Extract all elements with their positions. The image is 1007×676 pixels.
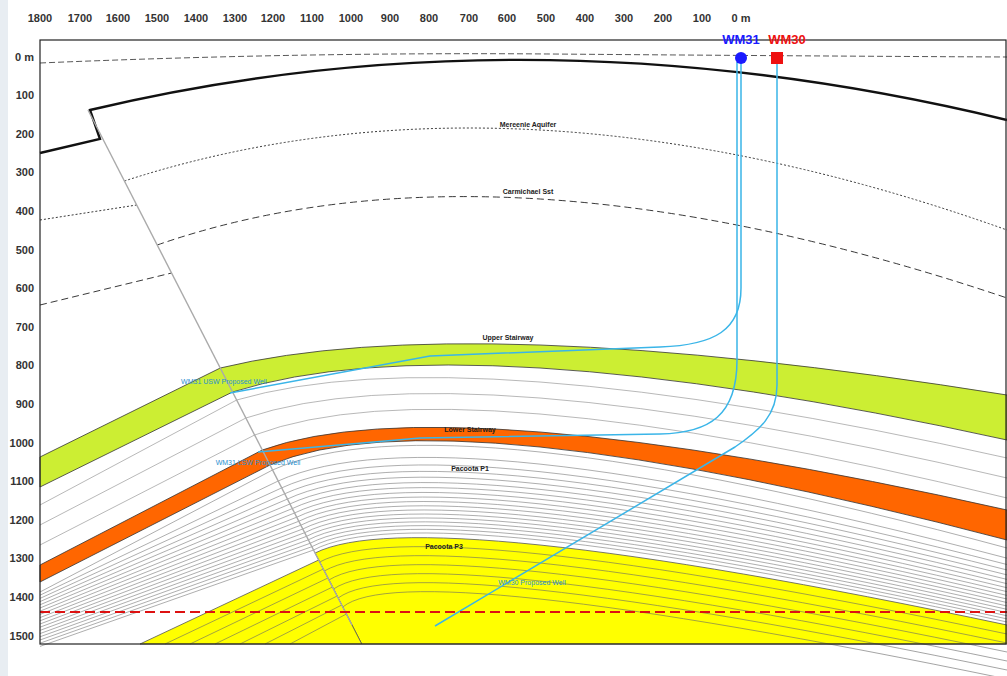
edge-strip <box>0 0 8 676</box>
well-marker: WM31 <box>721 36 761 70</box>
bedding-line <box>215 587 333 644</box>
ground-surface <box>40 54 1007 63</box>
bedding-line <box>307 518 1007 609</box>
well-symbol <box>734 51 748 65</box>
well-name: WM30 <box>767 33 807 46</box>
pacoota-p3-band <box>315 538 1007 644</box>
bedding-line <box>305 514 1007 606</box>
plot-frame <box>40 40 1006 644</box>
bedding-line <box>40 517 297 617</box>
carmichael-horizon-left <box>40 273 172 305</box>
usw-well-path <box>230 62 741 393</box>
layer-name: Mereenie Aquifer <box>500 121 557 128</box>
axis-tick-label: 600 <box>498 13 516 24</box>
layer-name: Pacoota P3 <box>425 543 463 550</box>
axis-tick-label: 100 <box>16 90 34 101</box>
well-symbol-shape <box>735 52 747 64</box>
well-label: WM31 LSW Proposed Well <box>216 459 301 466</box>
bedding-line <box>329 565 1007 652</box>
axis-tick-label: 600 <box>16 283 34 294</box>
axis-tick-label: 1100 <box>300 13 324 24</box>
carmichael-horizon <box>157 197 1007 298</box>
bedding-line <box>40 521 299 621</box>
well-symbol <box>770 51 784 65</box>
axis-tick-label: 300 <box>615 13 633 24</box>
axis-tick-label: 1800 <box>28 13 52 24</box>
fault-line <box>88 110 352 625</box>
well-label: WM31 USW Proposed Well <box>181 378 267 385</box>
axis-tick-label: 1200 <box>10 515 34 526</box>
axis-tick-label: 200 <box>16 129 34 140</box>
axis-tick-label: 800 <box>420 13 438 24</box>
well-label: WM30 Proposed Well <box>498 579 566 586</box>
axis-tick-label: 400 <box>576 13 594 24</box>
axis-tick-label: 0 m <box>15 52 34 63</box>
axis-tick-label: 900 <box>16 399 34 410</box>
mereenie-horizon <box>124 128 1007 230</box>
axis-tick-label: 100 <box>693 13 711 24</box>
bedding-line <box>324 556 1007 643</box>
layer-name: Lower Stairway <box>444 426 495 433</box>
axis-tick-label: 1400 <box>184 13 208 24</box>
layer-name: Pacoota P1 <box>451 465 489 472</box>
bedding-line <box>290 614 346 644</box>
bedding-line <box>343 592 1007 676</box>
axis-tick-label: 1100 <box>10 476 34 487</box>
pacoota-p3-band-left <box>140 560 362 644</box>
well-marker: WM30 <box>757 36 797 70</box>
axis-tick-label: 200 <box>654 13 672 24</box>
well-symbol-shape <box>771 52 783 64</box>
bedding-line <box>338 583 1007 670</box>
axis-tick-label: 800 <box>16 360 34 371</box>
bedding-line <box>40 525 301 624</box>
lsw-well-path <box>258 62 737 452</box>
bedding-line <box>334 574 1007 661</box>
bedding-line <box>40 550 314 646</box>
upper-stairway-band <box>40 344 1007 487</box>
axis-tick-label: 1000 <box>10 438 34 449</box>
axis-tick-label: 500 <box>16 245 34 256</box>
axis-tick-label: 1000 <box>339 13 363 24</box>
bedding-line <box>265 605 342 644</box>
axis-tick-label: 1500 <box>10 631 34 642</box>
bedding-line <box>310 526 1007 616</box>
layer-name: Carmichael Sst <box>503 188 554 195</box>
bedding-line <box>303 510 1007 603</box>
axis-tick-label: 900 <box>381 13 399 24</box>
lower-stairway-band <box>40 427 1007 582</box>
bedding-line <box>301 506 1007 599</box>
bedding-line <box>165 569 323 644</box>
bedding-line <box>308 522 1007 613</box>
axis-tick-label: 1300 <box>223 13 247 24</box>
axis-tick-label: 700 <box>16 322 34 333</box>
bedding-line <box>285 471 1007 570</box>
axis-tick-label: 1600 <box>106 13 130 24</box>
axis-tick-label: 1200 <box>261 13 285 24</box>
axis-tick-label: 1500 <box>145 13 169 24</box>
axis-tick-label: 500 <box>537 13 555 24</box>
layer-name: Upper Stairway <box>483 334 534 341</box>
well-name: WM31 <box>721 33 761 46</box>
axis-tick-label: 1400 <box>10 592 34 603</box>
bedding-line <box>40 513 295 614</box>
axis-tick-label: 0 m <box>732 13 751 24</box>
axis-tick-label: 700 <box>460 13 478 24</box>
axis-tick-label: 1300 <box>10 553 34 564</box>
axis-tick-label: 1700 <box>68 13 92 24</box>
bedding-line <box>314 533 1007 622</box>
axis-tick-label: 300 <box>16 167 34 178</box>
wm30-well-path <box>435 62 777 626</box>
depth-limit-line <box>40 611 1007 613</box>
bedding-line <box>240 596 337 644</box>
formation-top-line <box>40 60 1007 153</box>
mereenie-horizon-left <box>40 205 137 220</box>
axis-tick-label: 400 <box>16 206 34 217</box>
bedding-line <box>312 529 1007 619</box>
bedding-line <box>299 502 1007 596</box>
